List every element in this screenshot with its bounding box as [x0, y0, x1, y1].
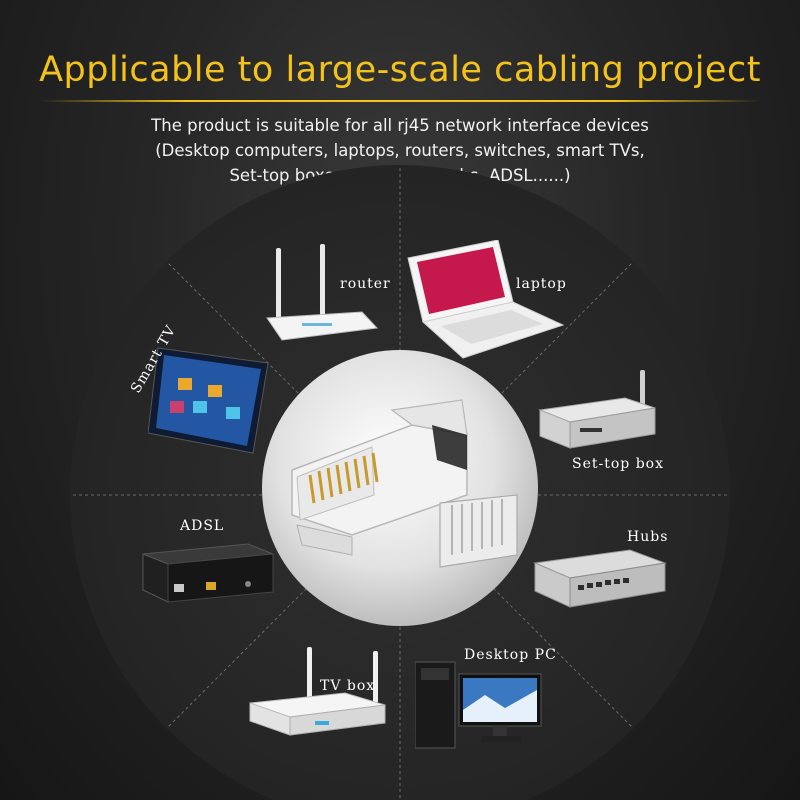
headline: Applicable to large-scale cabling projec…: [39, 50, 761, 90]
label-hubs: Hubs: [627, 529, 669, 545]
hub-icon: [533, 549, 667, 608]
headline-underline: [40, 100, 760, 102]
label-laptop: laptop: [516, 276, 567, 292]
subtitle-line-1: The product is suitable for all rj45 net…: [151, 116, 649, 135]
subtitle-line-2: (Desktop computers, laptops, routers, sw…: [155, 141, 645, 160]
tv-box-icon: [249, 647, 386, 736]
settop-box-icon: [538, 370, 656, 449]
label-settop-box: Set-top box: [572, 456, 664, 472]
label-adsl: ADSL: [180, 518, 225, 534]
load-bar-insert: [439, 494, 518, 568]
smart-tv-icon: [148, 347, 269, 454]
desktop-pc-icon: [415, 661, 542, 749]
rj45-connector-icon: [291, 399, 518, 568]
router-icon: [266, 244, 379, 341]
adsl-modem-icon: [142, 543, 274, 603]
laptop-icon: [407, 240, 565, 359]
label-tv-box: TV box: [320, 678, 376, 694]
label-router: router: [340, 276, 391, 292]
label-desktop-pc: Desktop PC: [464, 647, 557, 663]
